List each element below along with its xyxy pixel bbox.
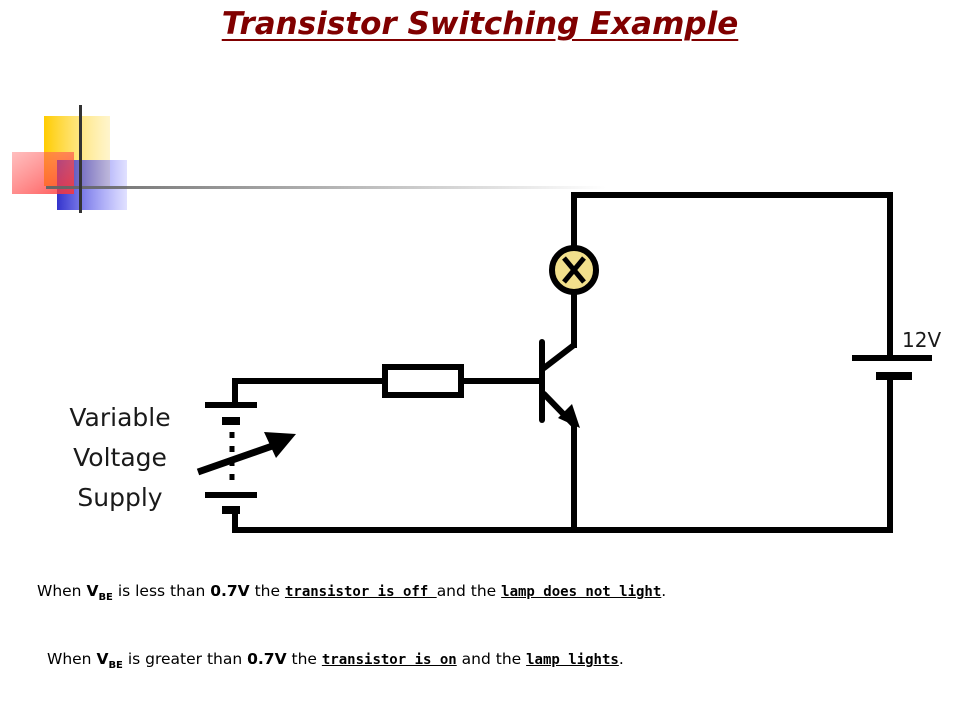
battery-voltage-label: 12V bbox=[902, 328, 942, 352]
note-transistor-state: transistor is on bbox=[321, 652, 457, 668]
variable-supply bbox=[205, 402, 257, 514]
supply-label-line: Variable bbox=[69, 403, 171, 432]
note-text: is greater than bbox=[122, 650, 248, 668]
note-text: the bbox=[249, 582, 285, 600]
variable-arrow-head bbox=[264, 432, 296, 458]
note-text: . bbox=[618, 650, 624, 668]
note-transistor-state: transistor is off bbox=[284, 584, 437, 600]
note-lamp-result: lamp lights bbox=[526, 652, 619, 668]
lamp-cross bbox=[562, 256, 586, 284]
resistor bbox=[382, 364, 464, 398]
page-title: Transistor Switching Example bbox=[221, 6, 739, 42]
note-off: When VBE is less than 0.7V the transisto… bbox=[37, 582, 666, 603]
transistor-emitter-arrow bbox=[558, 404, 580, 428]
note-text: and the bbox=[436, 582, 502, 600]
note-vbe-sub: BE bbox=[98, 592, 113, 604]
note-text: When bbox=[47, 650, 97, 668]
note-threshold: 0.7V bbox=[210, 582, 250, 600]
note-text: . bbox=[661, 582, 667, 600]
supply-label-line: Supply bbox=[77, 483, 163, 512]
note-vbe-sub: BE bbox=[108, 660, 123, 672]
note-on: When VBE is greater than 0.7V the transi… bbox=[47, 650, 624, 671]
supply-label-line: Voltage bbox=[73, 443, 167, 472]
note-threshold: 0.7V bbox=[247, 650, 287, 668]
supply-label: Variable Voltage Supply bbox=[48, 398, 192, 518]
note-text: the bbox=[286, 650, 322, 668]
note-text: is less than bbox=[112, 582, 211, 600]
note-text: and the bbox=[456, 650, 527, 668]
note-vbe: V bbox=[96, 650, 109, 668]
deco-divider-line bbox=[46, 186, 606, 189]
variable-arrow-shaft bbox=[196, 440, 280, 476]
deco-vertical-line bbox=[79, 105, 82, 213]
note-vbe: V bbox=[86, 582, 99, 600]
note-text: When bbox=[37, 582, 87, 600]
note-lamp-result: lamp does not light bbox=[501, 584, 662, 600]
